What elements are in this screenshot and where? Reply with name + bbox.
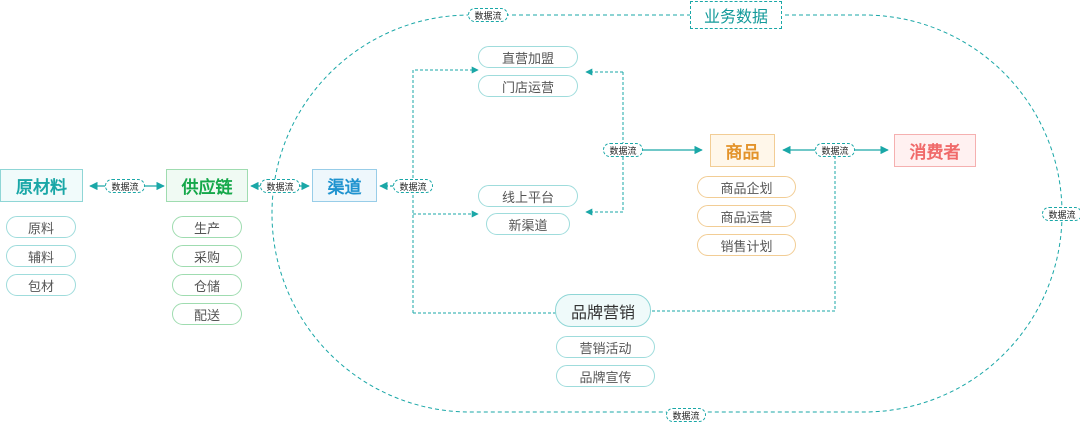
raw-item-2: 辅料	[6, 245, 76, 267]
supply-item-1: 生产	[172, 216, 242, 238]
goods-item-1: 商品企划	[697, 176, 796, 198]
business-data-title: 业务数据	[690, 1, 782, 29]
flow-label-consumer: 数据流	[815, 143, 855, 157]
flow-label-raw-supply: 数据流	[105, 179, 145, 193]
goods-item-3: 销售计划	[697, 234, 796, 256]
node-goods: 商品	[710, 134, 775, 167]
node-supply-chain: 供应链	[166, 169, 248, 202]
edge-brand-consumer	[652, 150, 836, 312]
flow-label-top: 数据流	[468, 8, 508, 22]
flow-label-right: 数据流	[1042, 207, 1080, 221]
supply-item-4: 配送	[172, 303, 242, 325]
offline-item-1: 直营加盟	[478, 46, 578, 68]
node-channel: 渠道	[312, 169, 377, 202]
node-raw-materials: 原材料	[0, 169, 83, 202]
node-consumer: 消费者	[894, 134, 976, 167]
brand-item-2: 品牌宣传	[556, 365, 655, 387]
supply-item-3: 仓储	[172, 274, 242, 296]
supply-item-2: 采购	[172, 245, 242, 267]
business-data-loop	[271, 14, 1063, 413]
edge-right-bracket	[585, 72, 624, 216]
goods-item-2: 商品运营	[697, 205, 796, 227]
online-item-1: 线上平台	[478, 185, 578, 207]
flow-label-supply-channel: 数据流	[260, 179, 300, 193]
edge-left-trunk	[412, 66, 479, 313]
brand-item-1: 营销活动	[556, 336, 655, 358]
online-item-2: 新渠道	[486, 213, 570, 235]
flow-label-bottom: 数据流	[666, 408, 706, 422]
raw-item-3: 包材	[6, 274, 76, 296]
raw-item-1: 原料	[6, 216, 76, 238]
node-brand-marketing: 品牌营销	[555, 294, 651, 327]
flow-label-goods: 数据流	[603, 143, 643, 157]
offline-item-2: 门店运营	[478, 75, 578, 97]
flow-label-channel: 数据流	[393, 179, 433, 193]
